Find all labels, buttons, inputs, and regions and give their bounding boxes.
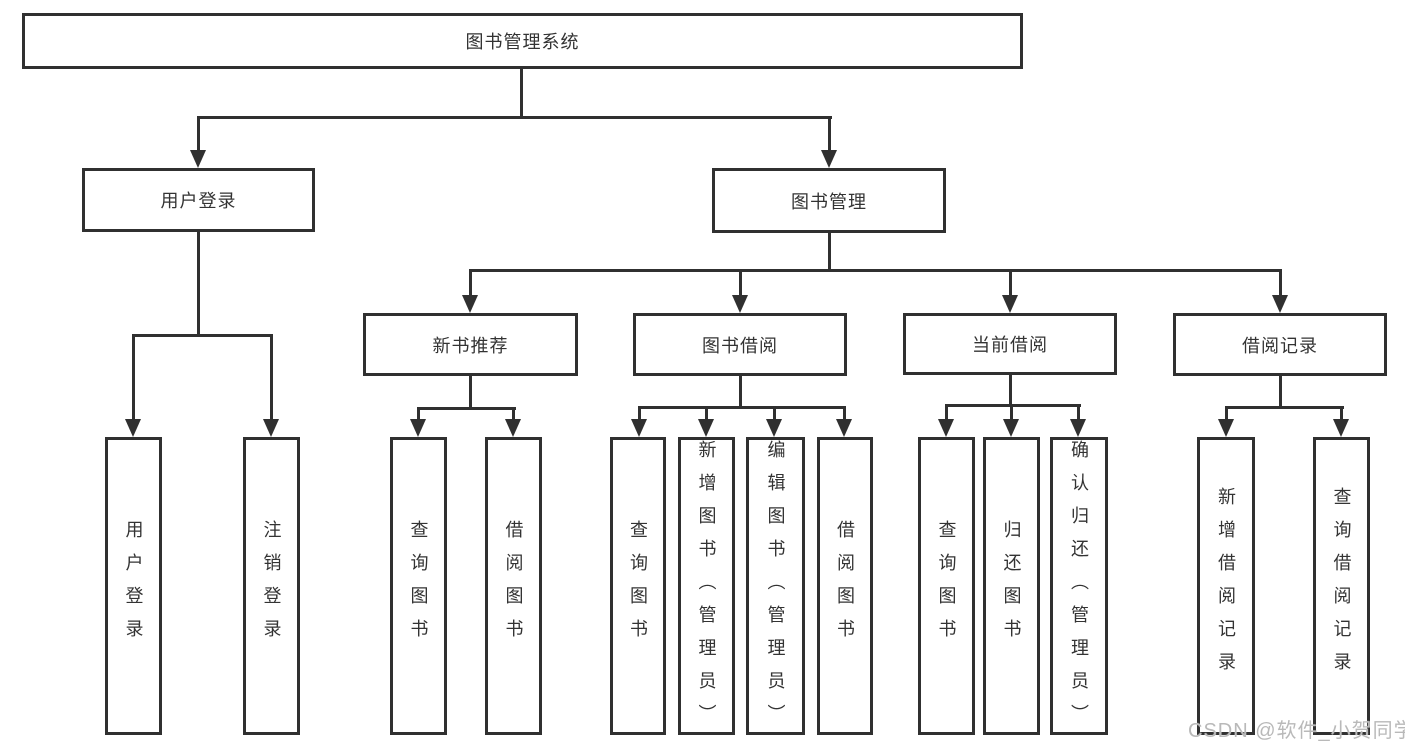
node-current-borrowing: 当前借阅 [903,313,1117,375]
leaf-query-borrow-record: 查询借阅记录 [1313,437,1370,735]
connector-line [705,406,708,420]
node-new-book-recommendation: 新书推荐 [363,313,578,376]
connector-line [828,116,831,151]
connector-line [638,406,641,420]
node-borrowing-records: 借阅记录 [1173,313,1387,376]
leaf-query-books-borrowing: 查询图书 [610,437,666,735]
connector-line [945,404,948,420]
node-book-management: 图书管理 [712,168,946,233]
connector-line [197,116,200,151]
leaf-add-books-admin: 新增图书（管理员） [678,437,735,737]
leaf-edit-books-admin: 编辑图书（管理员） [746,437,805,737]
connector-line [1010,404,1013,420]
connector-line [945,404,1081,407]
arrowhead-icon [698,419,714,437]
connector-line [270,334,273,420]
connector-line [843,406,846,420]
connector-line [739,269,742,297]
connector-line [512,407,515,420]
leaf-query-books-current: 查询图书 [918,437,975,735]
connector-line [197,232,200,337]
arrowhead-icon [1003,419,1019,437]
connector-line [1225,406,1228,420]
arrowhead-icon [263,419,279,437]
leaf-borrow-books: 借阅图书 [817,437,873,735]
connector-line [1340,406,1343,420]
arrowhead-icon [1272,295,1288,313]
arrowhead-icon [732,295,748,313]
connector-line [417,407,516,410]
connector-line [1009,269,1012,297]
arrowhead-icon [766,419,782,437]
connector-line [1009,375,1012,406]
arrowhead-icon [125,419,141,437]
connector-line [773,406,776,420]
arrowhead-icon [1333,419,1349,437]
leaf-borrow-books-recommend: 借阅图书 [485,437,542,735]
arrowhead-icon [938,419,954,437]
leaf-logout: 注销登录 [243,437,300,735]
arrowhead-icon [821,150,837,168]
leaf-query-books-recommend: 查询图书 [390,437,447,735]
connector-line [132,334,135,420]
connector-line [1225,406,1344,409]
arrowhead-icon [410,419,426,437]
node-library-management-system: 图书管理系统 [22,13,1023,69]
connector-line [469,269,1282,272]
arrowhead-icon [1218,419,1234,437]
leaf-return-books: 归还图书 [983,437,1040,735]
arrowhead-icon [631,419,647,437]
connector-line [1077,404,1080,420]
arrowhead-icon [1002,295,1018,313]
arrowhead-icon [1070,419,1086,437]
leaf-user-login: 用户登录 [105,437,162,735]
leaf-add-borrow-record: 新增借阅记录 [1197,437,1255,735]
csdn-watermark: CSDN @软件_小贺同学 [1188,720,1405,742]
connector-line [828,233,831,272]
node-user-login: 用户登录 [82,168,315,232]
connector-line [638,406,846,409]
connector-line [417,407,420,420]
arrowhead-icon [190,150,206,168]
arrowhead-icon [462,295,478,313]
connector-line [520,69,523,118]
connector-line [197,116,832,119]
connector-line [132,334,273,337]
connector-line [469,376,472,409]
connector-line [1279,269,1282,297]
arrowhead-icon [505,419,521,437]
connector-line [1279,376,1282,408]
arrowhead-icon [836,419,852,437]
connector-line [739,376,742,408]
leaf-confirm-return-admin: 确认归还（管理员） [1050,437,1108,737]
connector-line [469,269,472,297]
node-book-borrowing: 图书借阅 [633,313,847,376]
